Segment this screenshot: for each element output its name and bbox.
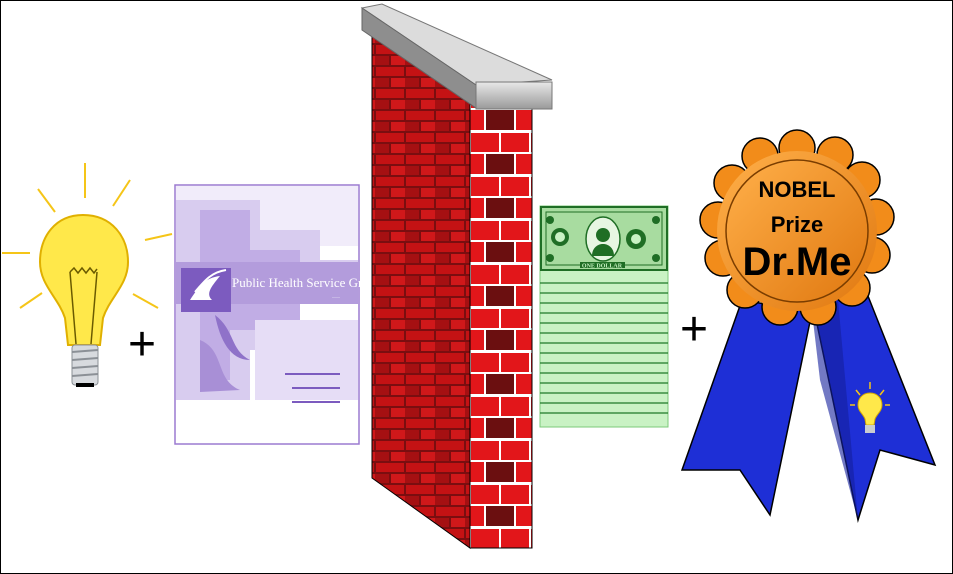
plus-sign-2: + (680, 303, 708, 356)
medal-text-drme: Dr.Me (743, 240, 852, 284)
grant-title: Public Health Service Grant (232, 275, 379, 290)
dollar-stack-icon: ONE DOLLAR (540, 206, 668, 427)
plus-sign-1: + (128, 318, 156, 371)
bill-label: ONE DOLLAR (582, 264, 623, 270)
brick-wall-icon (362, 4, 552, 548)
medal-text-nobel: NOBEL (759, 177, 836, 202)
medal-text-prize: Prize (771, 212, 824, 237)
svg-text:____: ____ (331, 293, 341, 298)
grant-document-icon: Public Health Service Grant ____ (175, 185, 379, 444)
award-ribbon-icon: NOBEL Prize Dr.Me (682, 130, 935, 520)
